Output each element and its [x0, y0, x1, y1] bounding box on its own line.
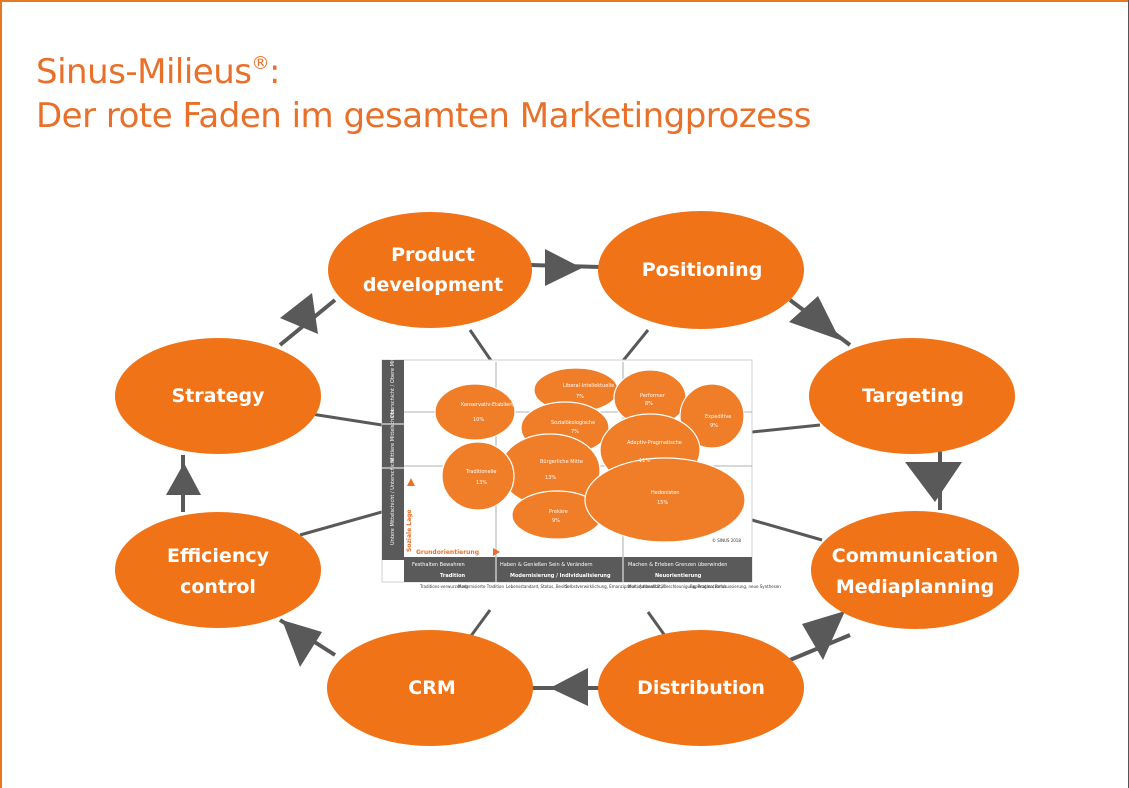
map-x-band: [404, 557, 752, 582]
y-band-2: Mittlere Mittelschicht: [390, 409, 396, 462]
frame-left-border: [0, 0, 2, 788]
cycle-arrowheads: [166, 249, 962, 706]
title-line-1-main: Sinus-Milieus: [36, 52, 252, 92]
node-positioning: [598, 211, 804, 329]
sinus-milieu-map: Oberschicht / Obere Mittelschicht Mittle…: [381, 334, 781, 589]
node-product-label-2: development: [363, 274, 503, 296]
page-title: Sinus-Milieus®: Der rote Faden im gesamt…: [36, 42, 812, 138]
milieu-8-share: 13%: [476, 480, 487, 486]
x-note-2a: Lebensstandard, Status, Besitz: [506, 584, 568, 589]
node-product-label-1: Product: [391, 244, 475, 266]
milieu-9-name: Prekäre: [549, 509, 568, 515]
node-positioning-label: Positioning: [642, 259, 763, 281]
arrow-to-communication-icon: [905, 462, 962, 502]
blob-konservativ-etablierte: [434, 383, 516, 441]
milieu-9-share: 9%: [552, 518, 560, 524]
x-group-3-sub: Machen & Erleben Grenzen überwinden: [628, 562, 727, 568]
x-note-3a: Multioptionalität, Beschleunigung, Pragm…: [628, 584, 726, 589]
arrow-to-distribution-icon: [802, 611, 845, 660]
milieu-6-name: Adaptiv-Pragmatische: [627, 440, 682, 446]
title-line-2: Der rote Faden im gesamten Marketingproz…: [36, 96, 812, 136]
milieu-2-share: 7%: [576, 394, 584, 400]
map-y-band: [382, 360, 404, 560]
arrow-to-positioning-icon: [545, 249, 582, 286]
spoke-product-development: [468, 329, 494, 363]
x-note-3b: Exploration, Refokussierung, neue Synthe…: [690, 584, 781, 589]
spoke-efficiency: [299, 510, 383, 537]
y-axis-label: Soziale Lage: [406, 510, 413, 553]
node-efficiency-label-2: control: [180, 576, 256, 598]
node-targeting-label: Targeting: [862, 385, 964, 407]
blob-expeditive: [679, 383, 745, 449]
node-strategy: [115, 338, 321, 454]
arrow-to-crm-icon: [550, 668, 588, 706]
milieu-5-name: Sozialökologische: [551, 420, 595, 426]
node-efficiency-control: [115, 512, 321, 628]
title-line-1-end: :: [268, 52, 280, 92]
node-product-development: [328, 212, 532, 328]
x-group-1-main: Tradition: [440, 573, 466, 579]
milieu-labels: Konservativ-Etablierte 10% Liberal-Intel…: [461, 383, 731, 524]
node-communication-mediaplanning: [811, 511, 1019, 629]
map-copyright: © SINUS 2018: [712, 538, 741, 543]
milieu-1-share: 10%: [473, 417, 484, 423]
spoke-strategy: [304, 411, 383, 427]
x-group-3-main: Neuorientierung: [655, 573, 702, 579]
milieu-8-name: Traditionelle: [465, 469, 497, 475]
node-communication-label-2: Mediaplanning: [836, 576, 994, 598]
node-labels: Product development Positioning Targetin…: [167, 244, 998, 699]
arrow-to-strategy-icon: [166, 463, 201, 495]
milieu-7-name: Bürgerliche Mitte: [540, 459, 583, 465]
y-band-3: Untere Mittelschicht / Unterschicht: [390, 458, 396, 545]
node-strategy-label: Strategy: [172, 385, 266, 407]
milieu-10-name: Hedonisten: [651, 490, 679, 496]
spoke-positioning: [620, 329, 650, 363]
spoke-lines: [299, 329, 823, 641]
node-communication-label-1: Communication: [832, 545, 998, 567]
y-axis-arrow-icon: [407, 478, 415, 486]
node-efficiency-label-1: Efficiency: [167, 545, 270, 567]
process-nodes: [115, 211, 1019, 746]
title-line-1: Sinus-Milieus®:: [36, 42, 811, 94]
x-group-2-main: Modernisierung / Individualisierung: [510, 573, 611, 579]
x-axis-arrow-icon: [493, 548, 500, 556]
node-crm-label: CRM: [408, 677, 455, 699]
milieu-5-share: 7%: [571, 429, 579, 435]
node-distribution-label: Distribution: [637, 677, 765, 699]
spoke-targeting: [751, 423, 821, 434]
milieu-7-share: 13%: [545, 475, 556, 481]
node-distribution: [598, 630, 804, 746]
milieu-4-share: 9%: [710, 423, 718, 429]
blob-traditionelle: [441, 441, 515, 511]
arrow-to-targeting-icon: [789, 296, 840, 340]
x-group-1-sub: Festhalten Bewahren: [412, 562, 465, 568]
milieu-10-share: 15%: [657, 500, 668, 506]
arrow-to-product-icon: [280, 293, 318, 334]
blob-hedonisten: [584, 457, 746, 543]
frame-top-border: [0, 0, 1129, 2]
registered-mark: ®: [251, 53, 269, 74]
spoke-communication: [751, 518, 823, 542]
milieu-3-share: 8%: [645, 401, 653, 407]
y-band-1: Oberschicht / Obere Mittelschicht: [390, 334, 396, 418]
milieu-3-name: Performer: [640, 393, 666, 399]
x-note-1b: Modernisierte Tradition: [458, 584, 504, 589]
milieu-4-name: Expeditive: [705, 414, 731, 420]
x-axis-label: Grundorientierung: [416, 549, 479, 556]
x-group-2-sub: Haben & Genießen Sein & Verändern: [500, 562, 593, 568]
arrow-to-efficiency-icon: [282, 620, 322, 667]
milieu-1-name: Konservativ-Etablierte: [461, 402, 516, 408]
milieu-6-share: 11%: [639, 458, 650, 464]
x-note-2b: Selbstverwirklichung, Emanzipation, Auth…: [565, 584, 665, 589]
x-note-1a: Traditions-verwurzelung: [419, 584, 468, 589]
node-targeting: [809, 338, 1015, 454]
node-crm: [327, 630, 533, 746]
milieu-2-name: Liberal-Intellektuelle: [563, 383, 614, 389]
milieu-blobs: [434, 367, 746, 543]
